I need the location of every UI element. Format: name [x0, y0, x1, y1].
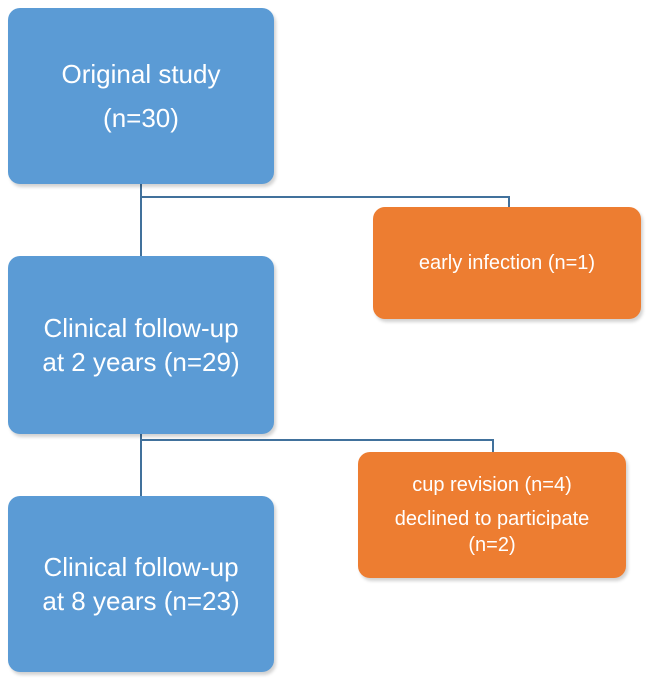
early-infection-label: early infection (n=1) — [418, 252, 596, 274]
followup-8-years-label: Clinical follow-up — [43, 552, 239, 582]
followup-8-years-box: Clinical follow-up at 8 years (n=23) — [8, 496, 274, 672]
connector-followup2-to-exclusion2 — [141, 439, 494, 452]
early-infection-box: early infection (n=1) — [373, 207, 641, 319]
declined-label: declined to participate — [394, 508, 590, 530]
declined-count: (n=2) — [468, 534, 516, 556]
cup-revision-declined-box: cup revision (n=4) declined to participa… — [358, 452, 626, 578]
followup-2-years-label: Clinical follow-up — [43, 313, 239, 343]
cup-revision-label: cup revision (n=4) — [412, 474, 572, 496]
connector-original-to-exclusion1 — [141, 196, 510, 207]
original-study-box: Original study (n=30) — [8, 8, 274, 184]
followup-2-years-box: Clinical follow-up at 2 years (n=29) — [8, 256, 274, 434]
original-study-label: Original study — [61, 59, 221, 89]
original-study-count: (n=30) — [103, 103, 179, 133]
followup-2-years-count: at 2 years (n=29) — [42, 347, 240, 377]
followup-8-years-count: at 8 years (n=23) — [42, 586, 240, 616]
